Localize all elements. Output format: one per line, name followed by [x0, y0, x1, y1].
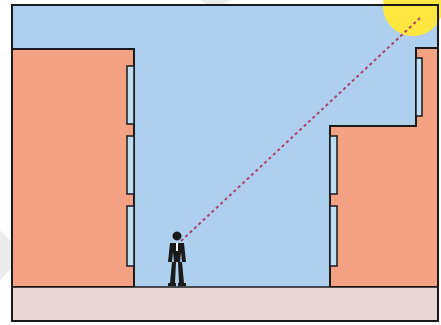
right-window-top — [416, 58, 422, 116]
right-window-1 — [330, 136, 337, 194]
left-window-3 — [127, 206, 134, 266]
right-window-2 — [330, 206, 337, 266]
ground — [12, 287, 438, 321]
left-building-body — [12, 49, 134, 287]
left-window-1 — [127, 66, 134, 124]
left-building — [12, 49, 134, 287]
person-shirt — [176, 243, 178, 251]
person-head — [173, 232, 182, 241]
left-window-2 — [127, 136, 134, 194]
